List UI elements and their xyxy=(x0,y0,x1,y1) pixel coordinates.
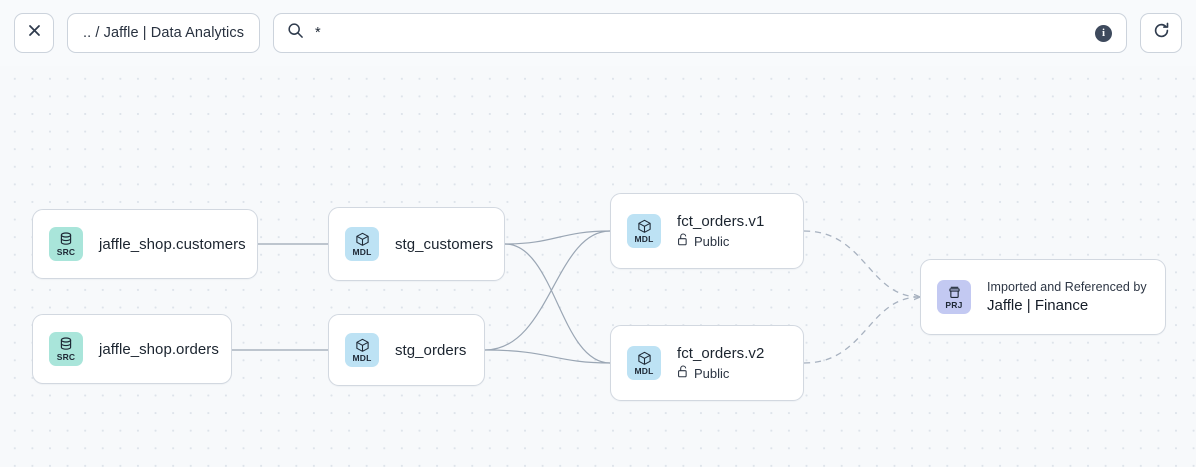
badge-src: SRC xyxy=(49,227,83,261)
node-stg-orders[interactable]: MDL stg_orders xyxy=(328,314,485,386)
refresh-icon xyxy=(1152,21,1171,45)
edge-stg-customers-fct-v1 xyxy=(504,230,611,245)
node-src-customers[interactable]: SRC jaffle_shop.customers xyxy=(32,209,258,279)
visibility-label: Public xyxy=(694,365,730,381)
database-icon xyxy=(59,231,73,247)
node-body: stg_orders xyxy=(395,342,466,359)
node-title: fct_orders.v2 xyxy=(677,345,765,362)
cube-icon xyxy=(637,351,652,366)
unlock-icon xyxy=(677,233,689,249)
search-input[interactable] xyxy=(315,14,1084,52)
visibility-label: Public xyxy=(694,233,730,249)
edge-stg-customers-fct-v2 xyxy=(504,243,611,364)
database-icon xyxy=(59,336,73,352)
badge-label: MDL xyxy=(634,365,654,376)
node-title: jaffle_shop.orders xyxy=(99,340,219,358)
node-fct-orders-v1[interactable]: MDL fct_orders.v1 Public xyxy=(610,193,804,269)
node-title: fct_orders.v1 xyxy=(677,213,765,230)
refresh-button[interactable] xyxy=(1140,13,1182,53)
close-button[interactable] xyxy=(14,13,54,53)
badge-label: SRC xyxy=(56,351,76,362)
badge-prj: PRJ xyxy=(937,280,971,314)
node-body: jaffle_shop.customers xyxy=(99,235,246,253)
close-icon xyxy=(27,23,42,43)
badge-mdl: MDL xyxy=(627,346,661,380)
node-body: jaffle_shop.orders xyxy=(99,340,219,358)
cube-icon xyxy=(355,232,370,247)
edge-fct-v2-prj-finance xyxy=(803,297,920,364)
graph-canvas[interactable]: SRC jaffle_shop.customers SRC jaffle_sh xyxy=(0,66,1196,467)
node-title: Jaffle | Finance xyxy=(987,297,1089,314)
breadcrumb[interactable]: .. / Jaffle | Data Analytics xyxy=(67,13,261,53)
badge-src: SRC xyxy=(49,332,83,366)
node-body: stg_customers xyxy=(395,235,494,253)
node-caption: Imported and Referenced by xyxy=(987,280,1147,294)
node-stg-customers[interactable]: MDL stg_customers xyxy=(328,207,505,281)
node-src-orders[interactable]: SRC jaffle_shop.orders xyxy=(32,314,232,384)
cube-icon xyxy=(355,338,370,353)
badge-mdl: MDL xyxy=(345,333,379,367)
badge-label: MDL xyxy=(634,233,654,244)
visibility-badge: Public xyxy=(677,365,764,381)
toolbar: .. / Jaffle | Data Analytics i xyxy=(0,0,1196,66)
badge-label: SRC xyxy=(56,246,76,257)
info-icon[interactable]: i xyxy=(1095,24,1112,42)
visibility-badge: Public xyxy=(677,233,764,249)
node-title: jaffle_shop.customers xyxy=(99,235,246,253)
edge-fct-v1-prj-finance xyxy=(803,230,920,297)
badge-label: PRJ xyxy=(945,299,963,310)
node-fct-orders-v2[interactable]: MDL fct_orders.v2 Public xyxy=(610,325,804,401)
node-body: fct_orders.v1 Public xyxy=(677,213,764,249)
edge-stg-orders-fct-v2 xyxy=(484,349,611,364)
badge-mdl: MDL xyxy=(627,214,661,248)
node-prj-finance[interactable]: PRJ Imported and Referenced by Jaffle | … xyxy=(920,259,1166,335)
project-icon xyxy=(947,285,962,300)
search-icon xyxy=(287,22,304,44)
node-body: Imported and Referenced by Jaffle | Fina… xyxy=(987,280,1147,314)
node-title: stg_customers xyxy=(395,235,494,253)
badge-mdl: MDL xyxy=(345,227,379,261)
unlock-icon xyxy=(677,365,689,381)
node-body: fct_orders.v2 Public xyxy=(677,345,764,381)
search-box[interactable]: i xyxy=(273,13,1127,53)
cube-icon xyxy=(637,219,652,234)
node-title: stg_orders xyxy=(395,341,467,359)
badge-label: MDL xyxy=(352,246,372,257)
badge-label: MDL xyxy=(352,352,372,363)
